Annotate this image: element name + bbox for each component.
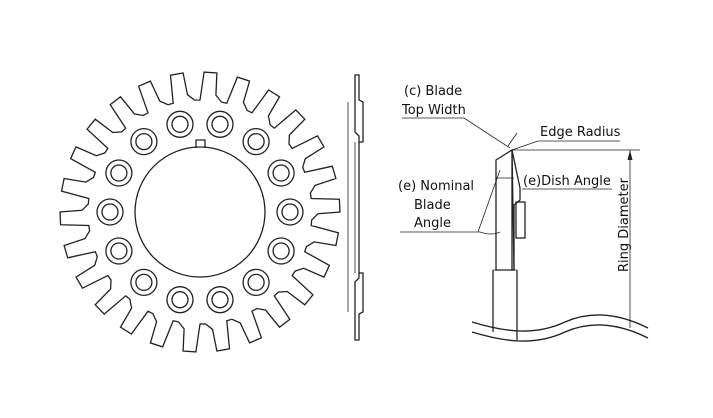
ring-diameter-arrow <box>627 150 633 160</box>
bolt-hole-inner <box>101 203 119 221</box>
bolt-hole-inner <box>211 115 229 133</box>
top-width-leader <box>463 117 511 149</box>
edge-radius-leader <box>511 140 539 151</box>
nominal-angle-ref <box>477 169 501 233</box>
label-nominal-2: Blade <box>414 198 451 213</box>
label-ring-diameter: Ring Diameter <box>617 177 632 272</box>
blade-clamp <box>515 201 526 239</box>
cutter-side-view <box>347 74 364 341</box>
keyway-notch <box>195 139 206 148</box>
bolt-hole-outer <box>96 198 124 226</box>
bolt-hole-inner <box>171 291 189 309</box>
bolt-hole-inner <box>211 291 229 309</box>
nominal-angle-arc <box>479 231 501 235</box>
label-blade-top-width-2: Top Width <box>401 103 466 118</box>
break-line-lower <box>471 324 649 342</box>
cutter-bore <box>134 146 266 278</box>
break-line-upper <box>471 314 649 332</box>
label-nominal-3: Angle <box>414 216 451 231</box>
bolt-holes <box>96 110 304 314</box>
bolt-hole-outer <box>267 237 295 265</box>
bolt-hole-inner <box>110 242 128 260</box>
label-dish-angle: (e)Dish Angle <box>523 174 611 189</box>
bolt-hole-outer <box>166 110 194 138</box>
bolt-hole-outer <box>206 286 234 314</box>
side-section-bottom <box>354 272 364 341</box>
edge-radius-tick <box>507 132 518 147</box>
cutter-teeth-outline <box>59 71 341 353</box>
bolt-hole-inner <box>247 132 265 151</box>
bolt-hole-outer <box>242 127 270 156</box>
bolt-hole-outer <box>130 127 158 156</box>
label-edge-radius: Edge Radius <box>540 125 621 140</box>
bolt-hole-outer <box>105 237 133 265</box>
bolt-hole-inner <box>135 273 153 292</box>
bolt-hole-outer <box>166 286 194 314</box>
bolt-hole-outer <box>267 159 295 187</box>
bolt-hole-inner <box>110 164 128 182</box>
blade-detail-view: (c) Blade Top Width Edge Radius (e)Dish … <box>398 84 649 342</box>
bolt-hole-inner <box>247 273 265 292</box>
bolt-hole-outer <box>206 110 234 138</box>
bolt-hole-outer <box>242 268 270 297</box>
bolt-hole-inner <box>281 203 299 221</box>
side-section-top <box>354 74 364 143</box>
label-blade-top-width-1: (c) Blade <box>404 84 462 99</box>
bolt-hole-outer <box>130 268 158 297</box>
blade-body <box>495 148 515 271</box>
bolt-hole-outer <box>105 159 133 187</box>
bolt-hole-outer <box>276 198 304 226</box>
bolt-hole-inner <box>272 164 290 182</box>
bolt-hole-inner <box>171 115 189 133</box>
cutter-front-view <box>59 71 341 353</box>
label-nominal-1: (e) Nominal <box>398 179 474 194</box>
bolt-hole-inner <box>135 132 153 151</box>
bolt-hole-inner <box>272 242 290 260</box>
